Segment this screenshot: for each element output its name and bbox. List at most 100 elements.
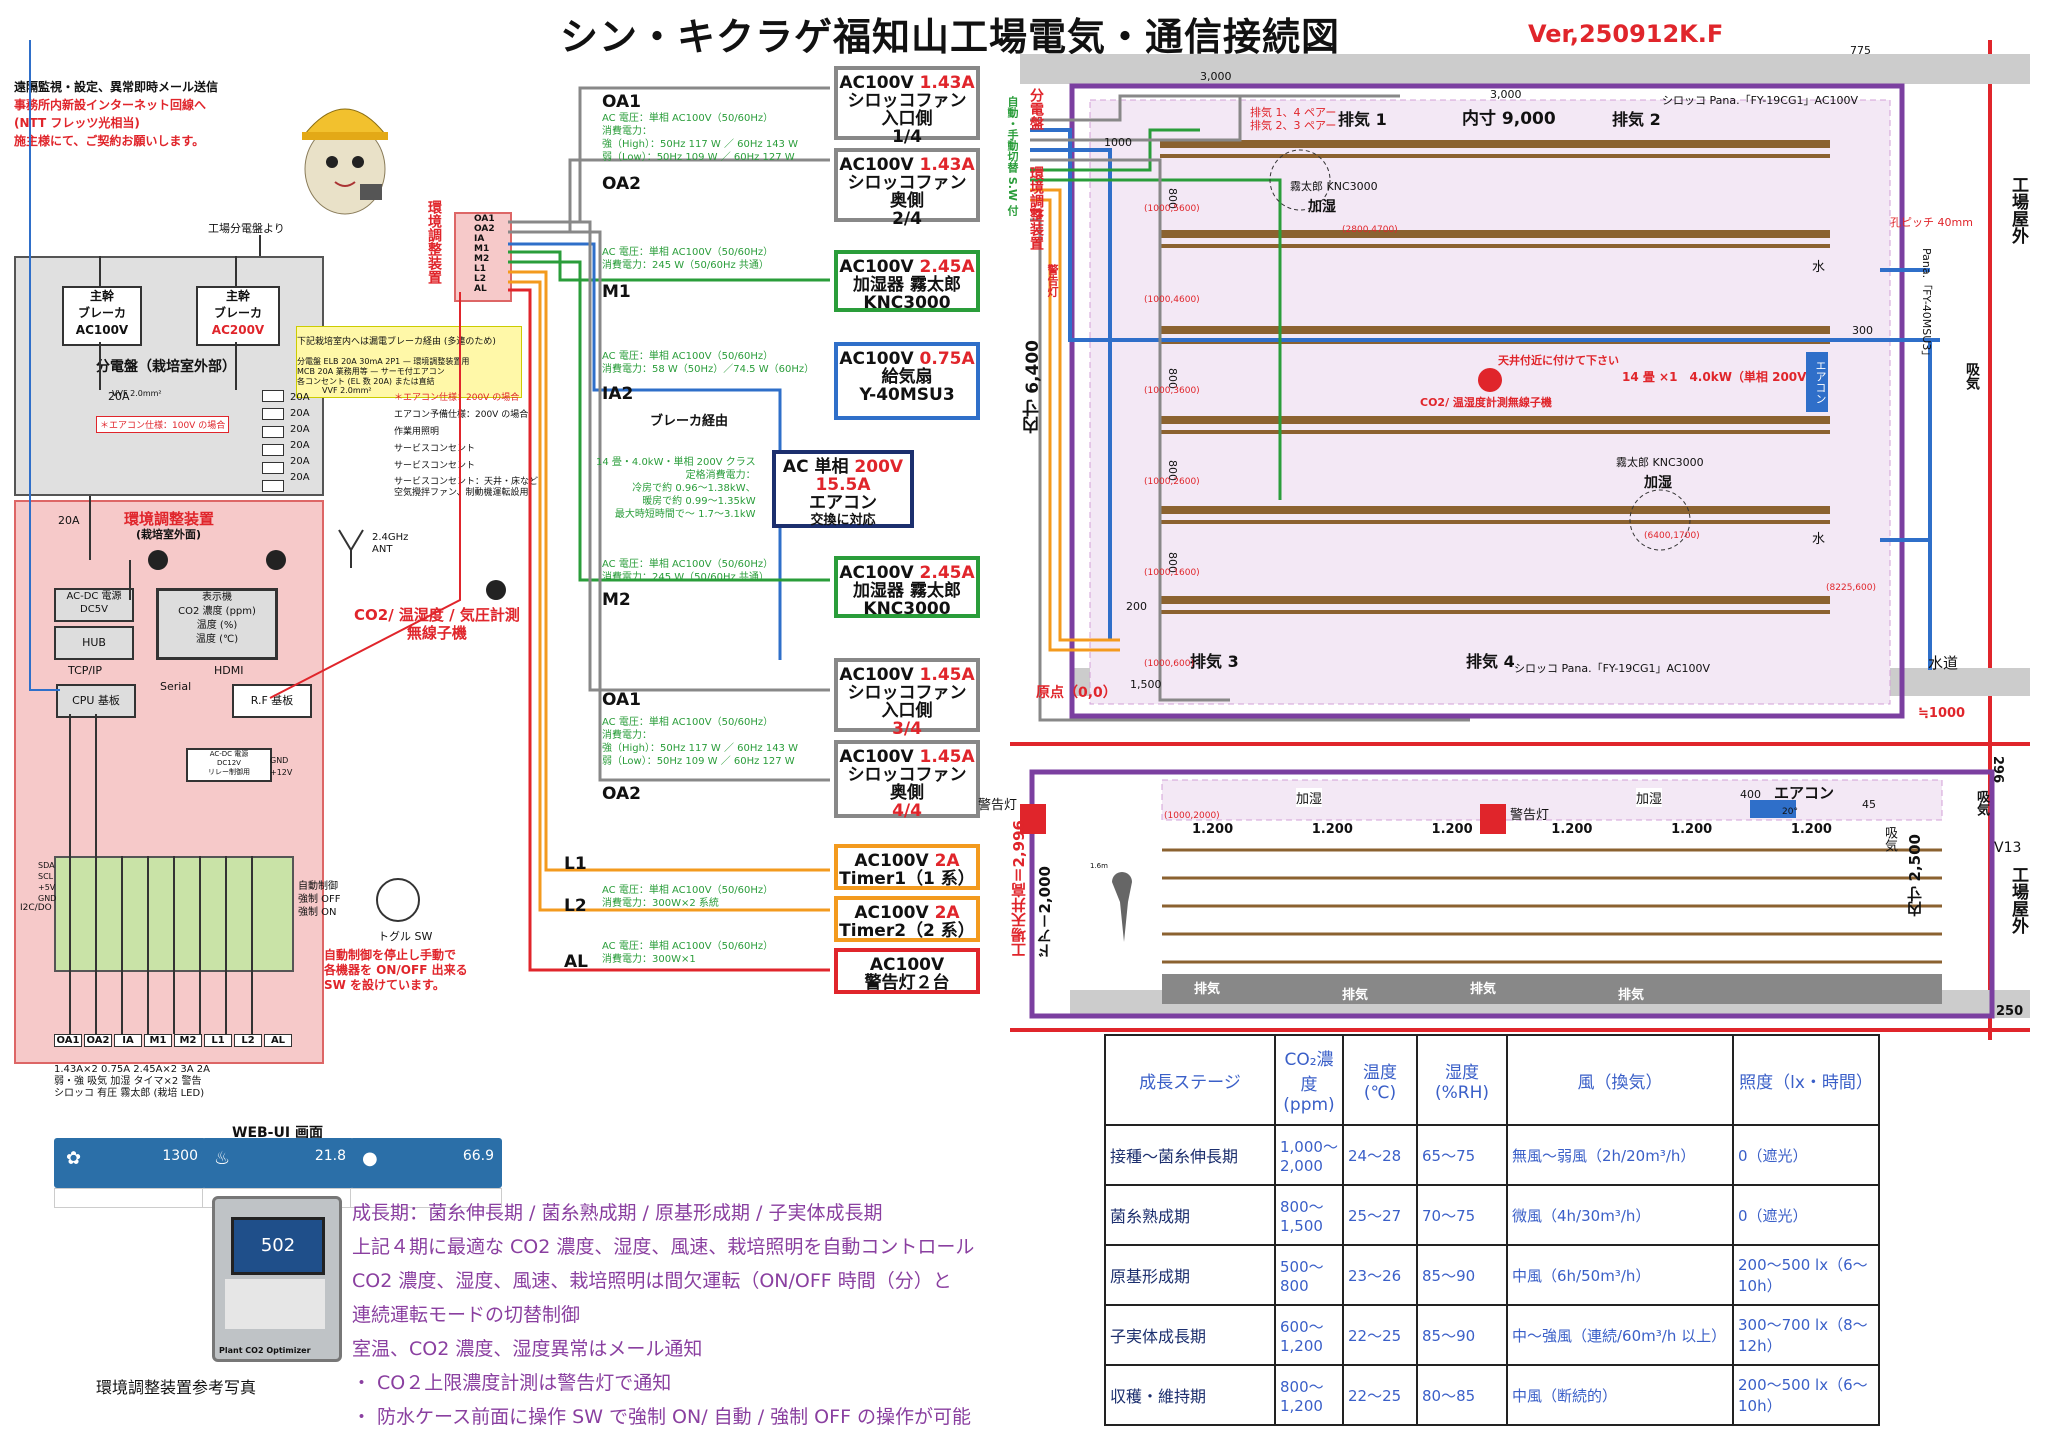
load-warning-light: AC100V 警告灯２台	[834, 948, 980, 994]
bus-label: SDA	[38, 861, 55, 870]
table-cell: 80～85	[1416, 1364, 1508, 1426]
table-cell: 無風～弱風（2h/20m³/h）	[1506, 1124, 1734, 1186]
load-amp: 1.45A	[919, 665, 975, 685]
mist-label: 霧太郎 KNC3000	[1290, 180, 1378, 193]
load-amp: 2A	[934, 903, 960, 923]
dim-label: 3,000	[1490, 88, 1522, 101]
note-m1: AC 電圧：単相 AC100V（50/60Hz） 消費電力：245 W（50/6…	[602, 247, 774, 271]
exhaust-4: 排気 4	[1466, 652, 1515, 671]
line-label-l1: L1	[564, 854, 587, 874]
load-line: 入口側	[881, 109, 933, 129]
load-voltage: AC100V	[839, 349, 914, 369]
terminal: L1	[204, 1034, 232, 1047]
note-ac: 14 畳・4.0kW・単相 200V クラス 定格消費電力： 冷房で約 0.96…	[596, 457, 756, 520]
breaker-label: AC100V	[75, 323, 129, 337]
growth-stage-table: 成長ステージ CO₂濃度 (ppm) 温度 (℃) 湿度 (%RH) 風（換気）…	[1104, 1034, 1880, 1426]
span-label: 1.200	[1671, 822, 1713, 837]
circuit-label: 作業用照明	[394, 427, 440, 437]
serial-label: Serial	[160, 680, 192, 693]
table-row: 接種～菌糸伸長期 1,000～2,000 24～28 65～75 無風～弱風（2…	[1104, 1124, 1880, 1186]
table-header: CO₂濃度 (ppm)	[1274, 1034, 1344, 1126]
drop-icon: ●	[362, 1148, 378, 1169]
table-row: 菌糸熟成期 800～1,500 25～27 70～75 微風（4h/30m³/h…	[1104, 1184, 1880, 1246]
circuit-label: ＊エアコン仕様：200V の場合	[394, 393, 520, 403]
breaker-amp: 20A	[290, 408, 310, 419]
photo-label: Plant CO2 Optimizer	[219, 1346, 311, 1355]
webui-card-temp[interactable]: ♨ 21.8	[202, 1138, 354, 1208]
feature-item: 成長期：菌糸伸長期 / 菌糸熟成期 / 原基形成期 / 子実体成長期	[352, 1202, 883, 1224]
breaker-amp: 20A	[290, 440, 310, 451]
breaker-label: ブレーカ	[77, 306, 126, 320]
load-timer-1: AC100V 2A Timer1（1 系）	[834, 844, 980, 890]
note-ia: AC 電圧：単相 AC100V（50/60Hz） 消費電力：58 W（50Hz）…	[602, 351, 815, 375]
dim-label: 45	[1862, 798, 1876, 811]
leak-note: 下記栽培室内へは漏電ブレーカ経由 (多連のため) 分電盤 ELB 20A 30m…	[296, 326, 522, 398]
output-terminals: OA1 OA2 IA M1 M2 L1 L2 AL	[54, 1034, 292, 1047]
load-line: Timer2（2 系）	[839, 921, 975, 941]
notice-line: (NTT フレッツ光相当)	[14, 116, 140, 130]
table-cell: 原基形成期	[1104, 1244, 1276, 1306]
table-cell: 中～強風（連続/60m³/h 以上）	[1506, 1304, 1734, 1366]
table-cell: 微風（4h/30m³/h）	[1506, 1184, 1734, 1246]
webui-card-co2[interactable]: ✿ 1300	[54, 1138, 206, 1208]
load-amp: 1.43A	[919, 73, 975, 93]
load-amp: 2.45A	[919, 257, 975, 277]
note-l1: AC 電圧：単相 AC100V（50/60Hz） 消費電力：300W×2 系統	[602, 885, 774, 909]
switch-label-vertical: 自動・手動切替 S.W 付	[1006, 96, 1019, 216]
table-cell: 22～25	[1342, 1364, 1418, 1426]
load-amp: 2.45A	[919, 563, 975, 583]
table-cell: 0（遮光）	[1732, 1124, 1880, 1186]
notice-line: 遠隔監視・設定、異常即時メール送信	[14, 80, 219, 94]
outside-label: 工場屋外	[2008, 176, 2028, 244]
table-cell: 22～25	[1342, 1304, 1418, 1366]
approx-label: ≒1000	[1918, 706, 1966, 721]
load-amp: 2A	[934, 851, 960, 871]
bus-label: SCL	[38, 872, 54, 881]
tcpip-label: TCP/IP	[68, 664, 102, 677]
device-label-vertical: 環境調整装置	[1028, 166, 1044, 250]
feature-item: 連続運転モードの切替制御	[352, 1304, 581, 1326]
amp-label: 20A	[108, 390, 130, 403]
breaker-amp: 20A	[290, 424, 310, 435]
load-voltage: AC100V	[854, 851, 929, 871]
table-cell: 600～1,200	[1274, 1304, 1344, 1366]
table-cell: 200～500 lx（6～10h）	[1732, 1244, 1880, 1306]
v12-label: +12V	[270, 768, 293, 777]
breaker-amp: 20A	[290, 456, 310, 467]
table-cell: 85～90	[1416, 1244, 1508, 1306]
coord-label: (1000,4600)	[1144, 295, 1200, 305]
output-desc: 1.43A×2 0.75A 2.45A×2 3A 2A 弱・強 吸気 加湿 タイ…	[54, 1064, 210, 1099]
sirocco-top: シロッコ Pana.「FY-19CG1」AC100V	[1662, 94, 1859, 107]
relay-psu: AC-DC 電源 DC12V リレー制御用	[186, 748, 272, 782]
hdmi-label: HDMI	[214, 664, 244, 677]
photo-display: 502	[231, 1217, 325, 1275]
breaker-via: ブレーカ経由	[650, 414, 729, 429]
table-cell: 70～75	[1416, 1184, 1508, 1246]
load-timer-2: AC100V 2A Timer2（2 系）	[834, 896, 980, 942]
notice: 遠隔監視・設定、異常即時メール送信 事務所内新設インターネット回線へ (NTT …	[14, 78, 218, 150]
coord-label: (1000,3600)	[1144, 386, 1200, 396]
table-cell: 500～800	[1274, 1244, 1344, 1306]
device-ports: OA1 OA2 IA M1 M2 L1 L2 AL	[474, 214, 495, 294]
water-label: 水	[1812, 532, 1826, 547]
toggle-switch-icon[interactable]	[376, 878, 420, 922]
terminal: M2	[174, 1034, 202, 1047]
dim-label: 1000	[1104, 136, 1132, 149]
breaker-label: ブレーカ	[213, 306, 262, 320]
line-label-m2: M2	[602, 590, 631, 610]
ceiling-note: 天井付近に付けて下さい	[1498, 354, 1619, 367]
span-labels: 1.200 1.200 1.200 1.200 1.200 1.200	[1192, 822, 1832, 837]
table-cell: 25～27	[1342, 1184, 1418, 1246]
coord-label: (2800,4700)	[1342, 225, 1398, 235]
line-label-ia2: IA2	[602, 384, 634, 404]
toggle-label: トグル SW	[378, 930, 433, 943]
dim-label: 775	[1850, 44, 1871, 57]
mascot-image	[302, 108, 388, 215]
table-cell: 中風（断続的）	[1506, 1364, 1734, 1426]
table-cell: 85～90	[1416, 1304, 1508, 1366]
circuit-label: サービスコンセント	[394, 444, 476, 454]
load-amp: 200V	[854, 457, 904, 477]
webui-card-humidity[interactable]: ● 66.9	[350, 1138, 502, 1208]
port: L1	[474, 264, 486, 274]
